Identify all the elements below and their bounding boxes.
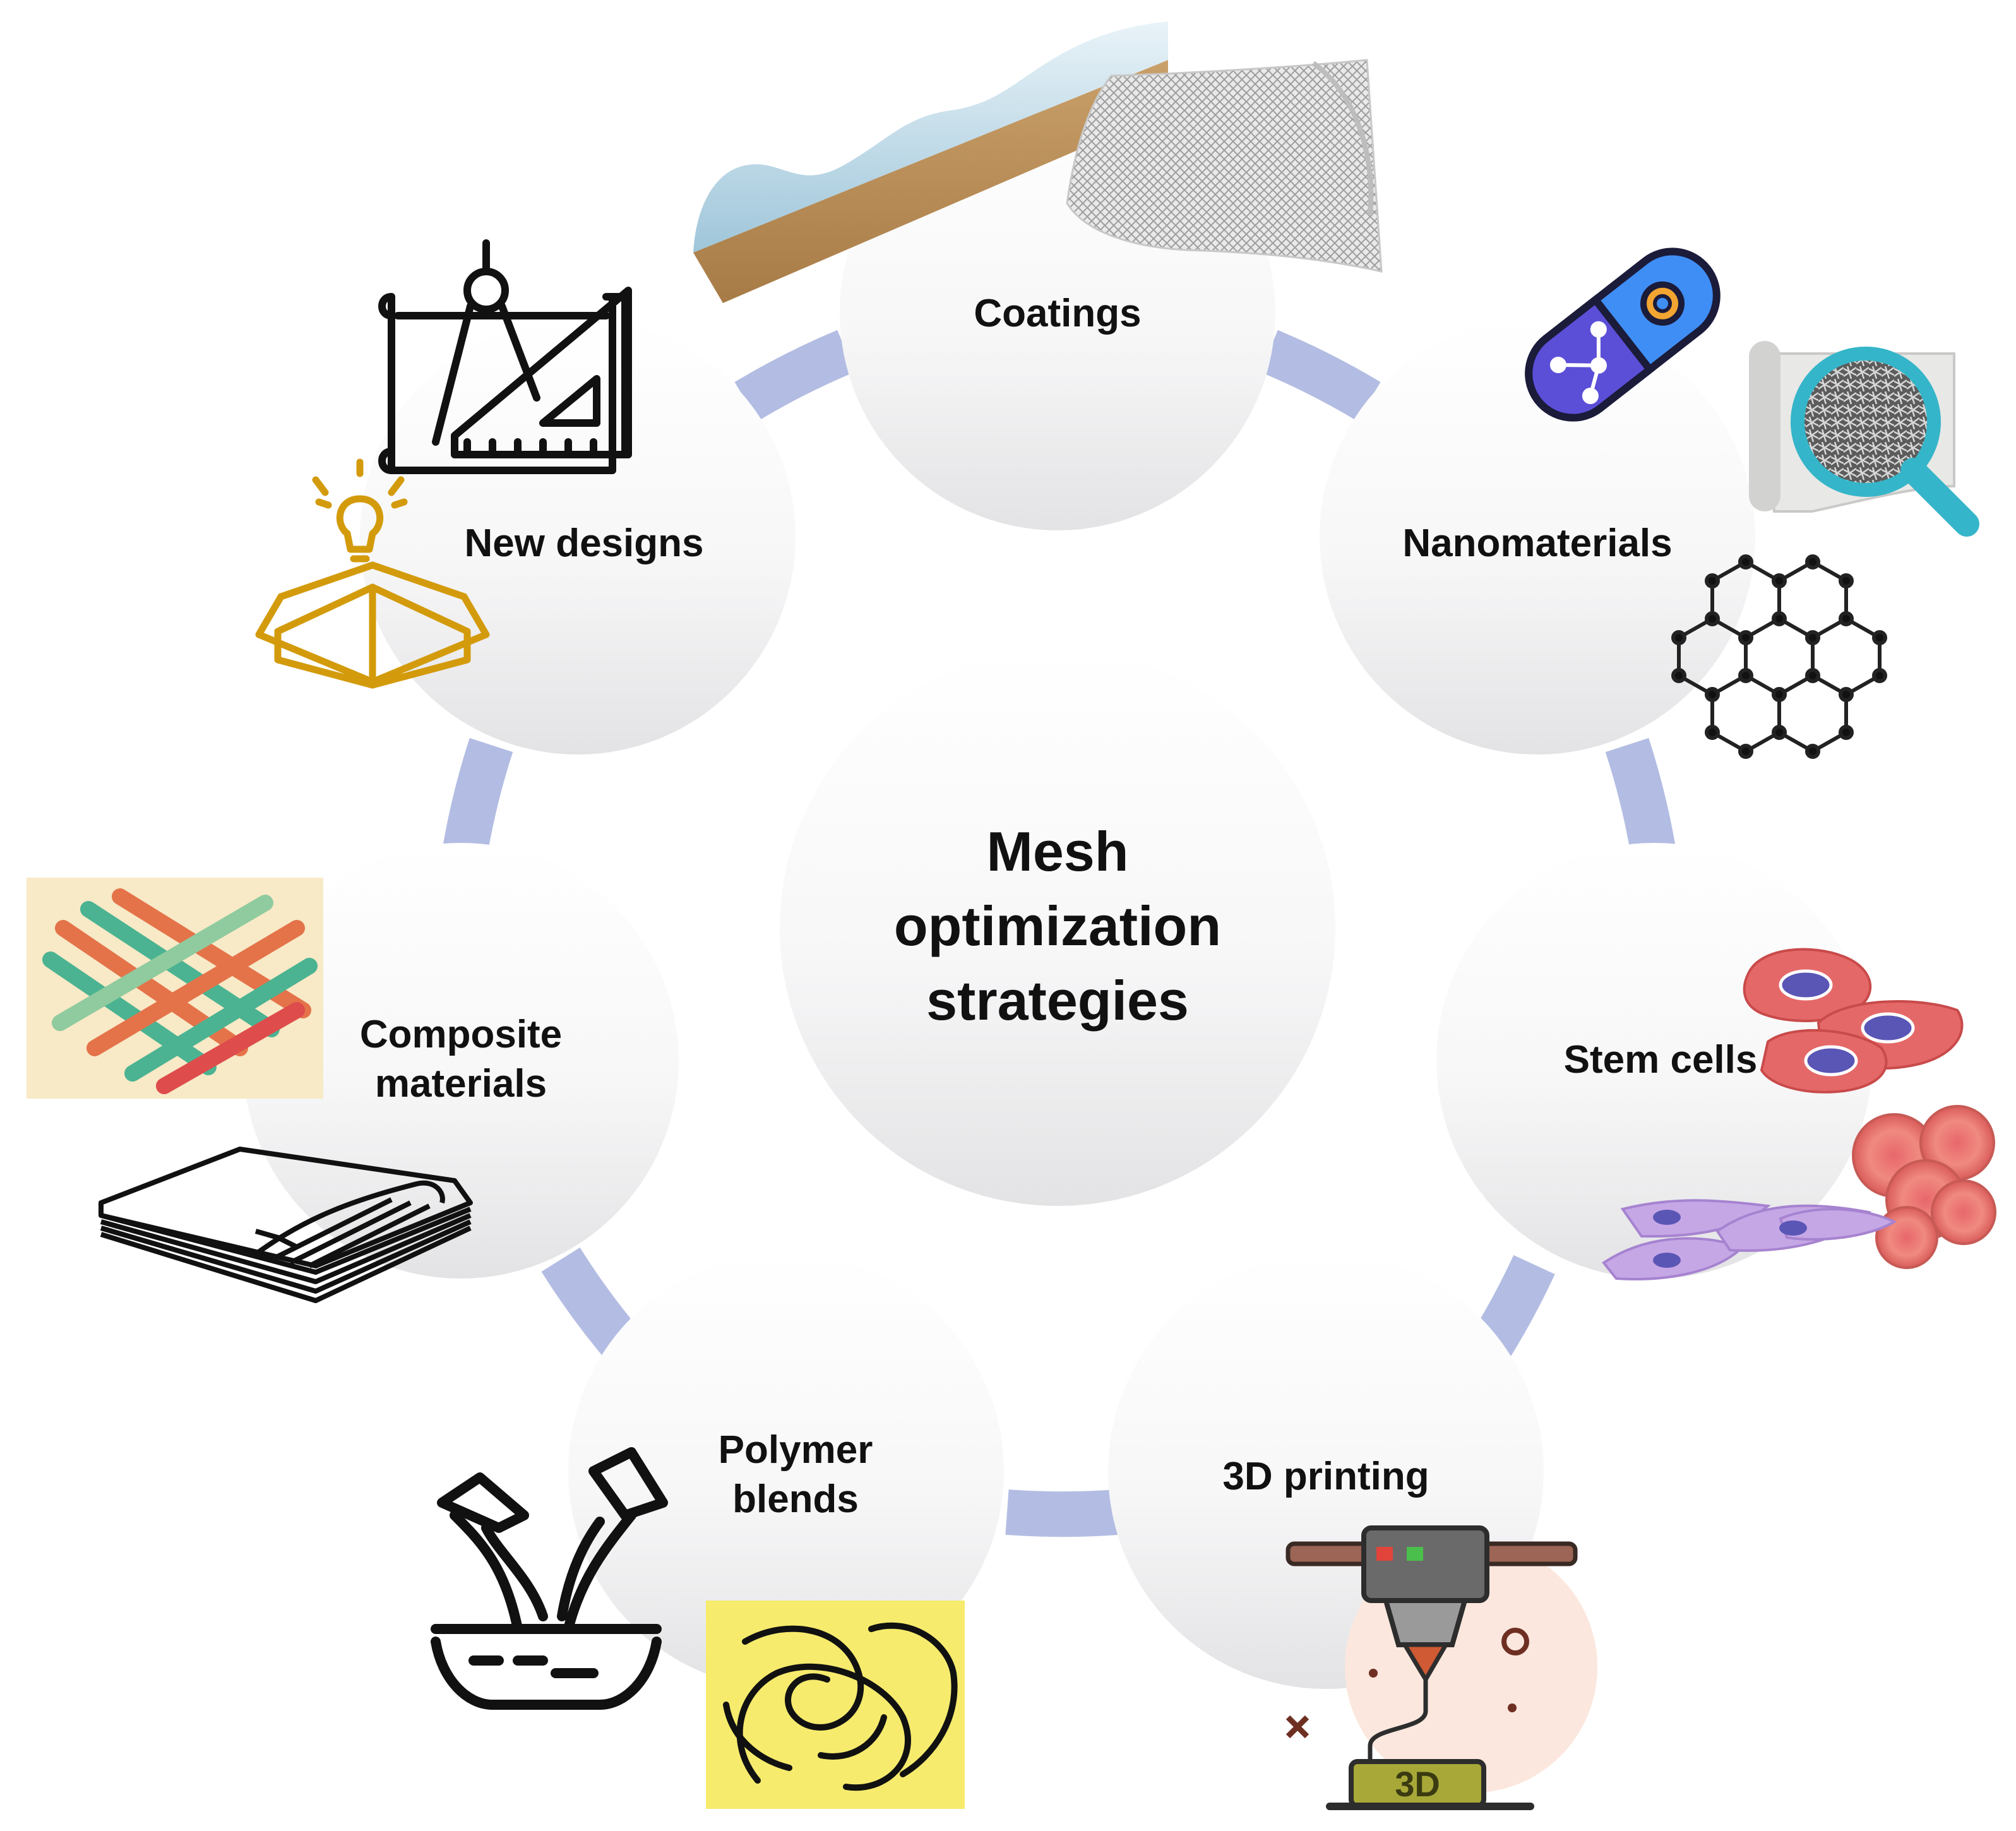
pouring-beakers-icon xyxy=(431,1447,668,1710)
connector-nanomaterials-stemcells xyxy=(1605,737,1676,854)
woven-composite-mesh-icons xyxy=(27,878,473,1303)
label-polymer-line2: blends xyxy=(732,1477,859,1521)
label-coatings: Coatings xyxy=(974,292,1142,335)
layered-mesh-icon xyxy=(98,1147,473,1303)
label-nanomaterials: Nanomaterials xyxy=(1402,522,1673,565)
label-new-designs: New designs xyxy=(464,522,704,565)
bubble-polymer-blends xyxy=(568,1253,1004,1689)
drafting-tools-icon xyxy=(378,239,632,474)
stem-cell-illustration xyxy=(1602,948,1996,1280)
connector-designs-coatings xyxy=(734,330,856,421)
label-polymer-blends: Polymer blends xyxy=(669,1426,922,1524)
connector-composite-designs xyxy=(443,737,513,854)
fiber-scroll-magnifier-icon xyxy=(1749,341,1979,537)
bubble-nanomaterials xyxy=(1320,319,1755,754)
center-title: Mesh optimization strategies xyxy=(837,814,1279,1038)
design-tools-idea-box-icons xyxy=(255,239,632,689)
bubble-composite-materials xyxy=(243,843,679,1279)
center-title-line3: strategies xyxy=(926,969,1189,1032)
marbled-blend-image xyxy=(706,1601,965,1809)
3d-printer-icon xyxy=(1285,1525,1597,1810)
label-composite-line1: Composite xyxy=(359,1013,563,1056)
center-title-line1: Mesh xyxy=(986,820,1129,883)
nanomaterial-capsule-graphene-icons xyxy=(1525,248,1979,759)
round-blood-cells xyxy=(1852,1105,1996,1269)
woven-strips-image xyxy=(27,878,323,1099)
connector-printing-polymer xyxy=(1005,1489,1119,1537)
printer-3d-badge: 3D xyxy=(1395,1764,1440,1804)
center-title-line2: optimization xyxy=(893,895,1222,957)
label-stem-cells: Stem cells xyxy=(1563,1038,1758,1082)
capsule-icon xyxy=(1525,248,1721,422)
graphene-lattice-icon xyxy=(1671,554,1887,759)
connector-coatings-nanomaterials xyxy=(1260,330,1381,421)
connector-stemcells-printing xyxy=(1470,1255,1555,1359)
idea-box-icon xyxy=(255,458,490,689)
mesh-coating-illustration xyxy=(693,21,1383,303)
label-polymer-line1: Polymer xyxy=(718,1428,873,1472)
label-composite-materials: Composite materials xyxy=(328,1010,593,1109)
bubble-center xyxy=(780,650,1335,1206)
label-3d-printing: 3D printing xyxy=(1222,1455,1429,1498)
polymer-blend-icon xyxy=(431,1447,965,1809)
label-composite-line2: materials xyxy=(374,1062,547,1106)
bubble-stem-cells xyxy=(1436,843,1872,1279)
